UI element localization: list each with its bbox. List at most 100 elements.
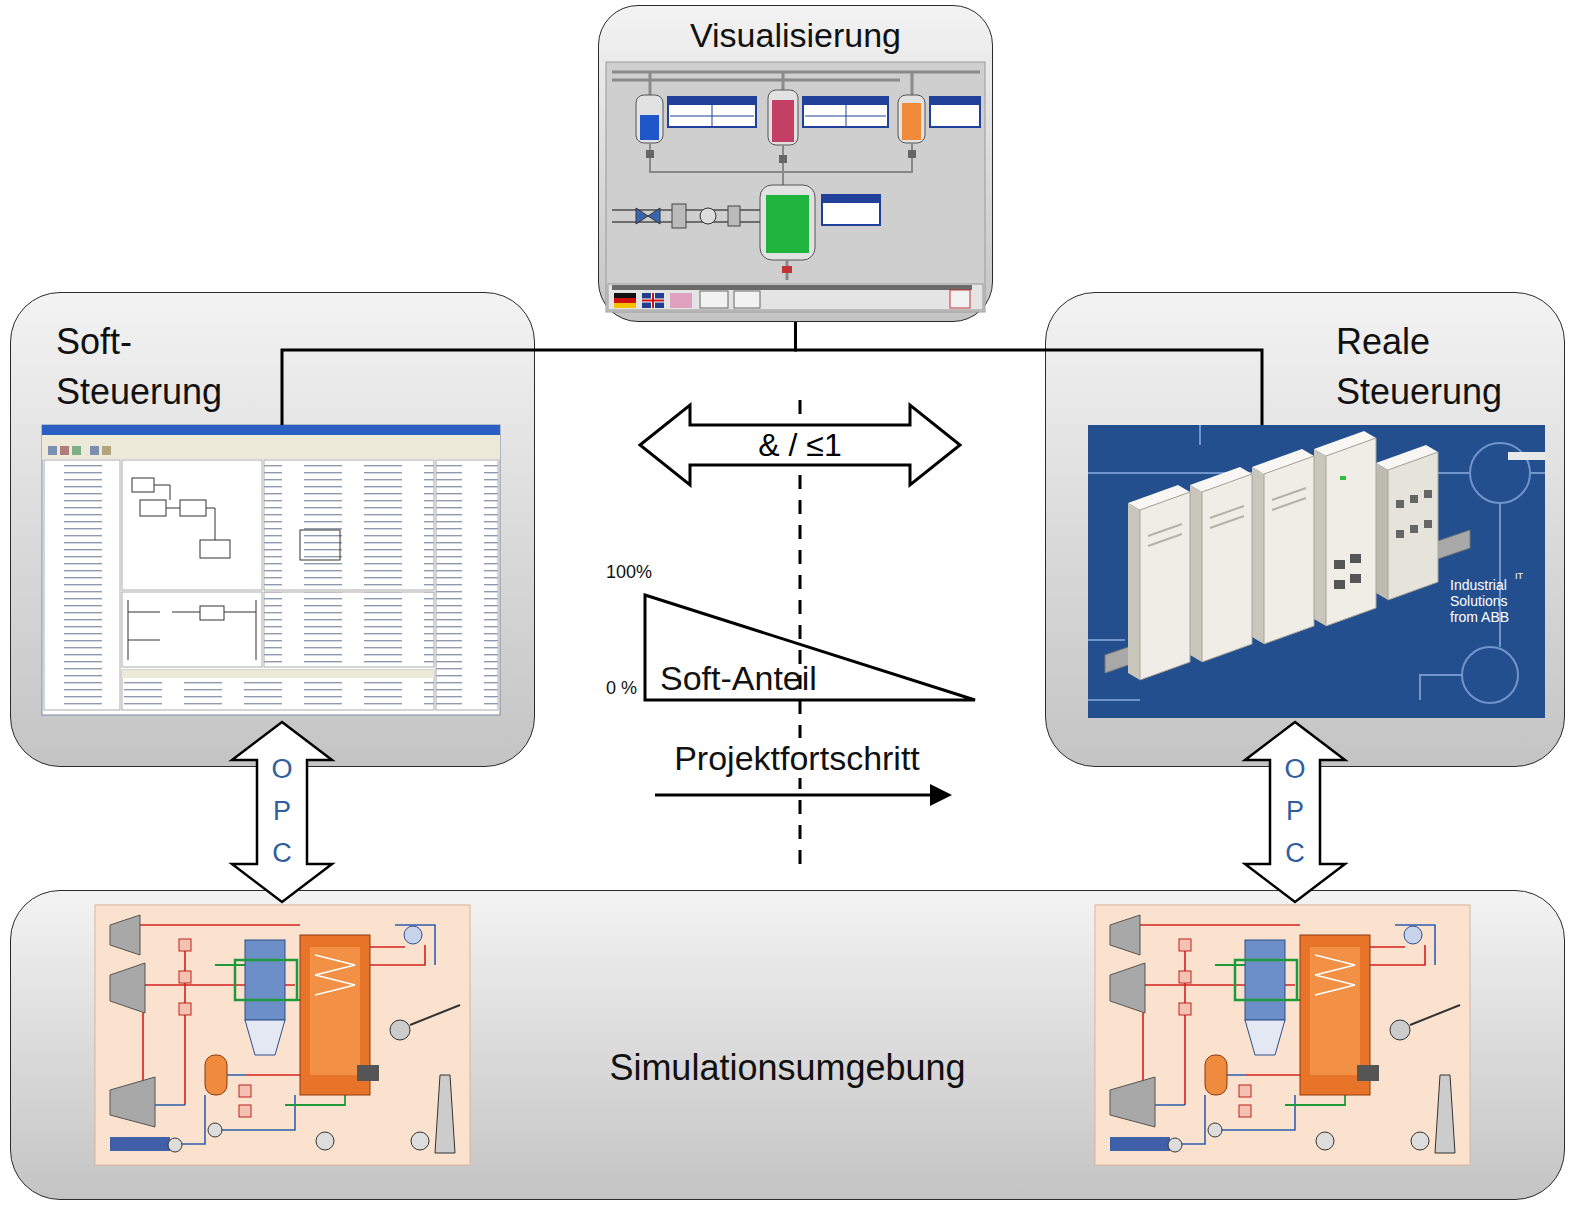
- progress-marker: [799, 400, 802, 868]
- plc-module: [1252, 449, 1314, 644]
- hmi-screenshot: [614, 303, 636, 308]
- annotation: 100%: [606, 562, 652, 582]
- progress-marker: [800, 400, 801, 868]
- ide-screenshot: [122, 460, 262, 590]
- plc-module: [1272, 488, 1306, 510]
- plc-module: [1210, 506, 1244, 528]
- plc-module: [1410, 495, 1418, 503]
- ide-screenshot: [154, 485, 215, 540]
- plc-module: [1252, 467, 1264, 644]
- plc-module: [1350, 554, 1361, 563]
- hmi-screenshot: [668, 97, 756, 105]
- hmi-screenshot: [614, 298, 636, 303]
- ide-screenshot: [48, 446, 57, 455]
- label-slot: from ABB: [1450, 609, 1509, 625]
- plc-module: [1264, 456, 1314, 644]
- plc-photo: [1508, 452, 1545, 460]
- hmi-screenshot: [636, 208, 648, 224]
- ide-screenshot: [200, 540, 230, 558]
- hmi-screenshot: [822, 195, 880, 225]
- hmi-screenshot: [950, 290, 970, 308]
- ide-screenshot: [128, 600, 256, 660]
- annotation: Projektfortschritt: [668, 738, 926, 778]
- protocol-label: OPC: [1282, 749, 1309, 875]
- annotation: & / ≤1: [754, 427, 845, 463]
- opc-arrow: [232, 722, 332, 902]
- plc-module: [1396, 500, 1404, 508]
- hmi-screenshot: [668, 97, 756, 127]
- annotation: Soft-Anteil: [660, 661, 817, 695]
- label-slot: 0 %: [606, 678, 637, 698]
- annotation: 0 %: [606, 678, 637, 698]
- hmi-screenshot: [608, 284, 983, 310]
- connector-line: [282, 322, 796, 425]
- ide-screenshot: [42, 435, 500, 443]
- hmi-screenshot: [803, 97, 888, 105]
- ide-screenshot: [72, 446, 81, 455]
- ide-screenshot: [264, 592, 434, 667]
- hmi-screenshot: [768, 90, 798, 145]
- hmi-screenshot: [908, 150, 916, 158]
- logic-double-arrow: [640, 405, 960, 485]
- ide-screenshot: [42, 425, 500, 715]
- ide-screenshot: [140, 500, 166, 516]
- label-slot: IT: [1515, 571, 1523, 581]
- hmi-screenshot: [760, 185, 815, 260]
- ide-screenshot: [436, 460, 498, 710]
- plc-module: [1314, 431, 1376, 626]
- hmi-screenshot: [606, 62, 985, 312]
- plc-module: [1376, 445, 1438, 600]
- ide-screenshot: [90, 446, 99, 455]
- label-slot: Industrial: [1450, 577, 1507, 593]
- ide-screenshot: [122, 592, 262, 667]
- plc-photo: [1462, 647, 1518, 703]
- hmi-screenshot: [636, 95, 663, 143]
- plc-module: [1334, 580, 1345, 589]
- hmi-screenshot: [898, 95, 925, 143]
- box-title: Visualisierung: [690, 14, 901, 56]
- label-slot: OPC: [269, 749, 296, 875]
- hmi-screenshot: [782, 266, 792, 273]
- label-slot: 100%: [606, 562, 652, 582]
- ide-screenshot: [102, 446, 111, 455]
- hmi-screenshot: [803, 97, 888, 127]
- plc-module: [1128, 503, 1140, 680]
- protocol-label: OPC: [269, 749, 296, 875]
- ide-screenshot: [122, 670, 434, 678]
- box-title: Soft- Steuerung: [56, 317, 256, 417]
- ide-screenshot: [300, 530, 340, 560]
- ide-screenshot: [42, 425, 500, 715]
- label-slot: OPC: [1282, 749, 1309, 875]
- plc-module: [1314, 449, 1326, 626]
- logic-double-arrow: [640, 405, 960, 485]
- ide-screenshot: [200, 606, 224, 620]
- box-title: Simulationsumgebung: [609, 1047, 965, 1089]
- hmi-screenshot: [930, 97, 980, 105]
- hmi-screenshot: [728, 206, 740, 226]
- plc-module: [1340, 476, 1346, 480]
- opc-arrow: [1245, 722, 1345, 902]
- plc-module: [1410, 525, 1418, 533]
- hmi-screenshot: [700, 291, 728, 308]
- hmi-screenshot: [640, 115, 659, 140]
- annotation: IT: [1515, 571, 1523, 581]
- ide-screenshot: [264, 460, 434, 590]
- hmi-screenshot: [614, 293, 636, 298]
- plc-module: [1396, 530, 1404, 538]
- plc-photo: [1088, 425, 1545, 718]
- plc-module: [1376, 463, 1388, 600]
- plant-picture: [95, 905, 470, 1165]
- plc-module: [1190, 485, 1202, 662]
- plc-photo: [1088, 425, 1545, 700]
- hmi-screenshot: [822, 195, 880, 203]
- hmi-screenshot: [772, 100, 794, 142]
- box-title: Reale Steuerung: [1336, 317, 1546, 417]
- plc-module: [1148, 524, 1182, 546]
- plant-picture: [1095, 905, 1470, 1165]
- hmi-screenshot: [650, 143, 912, 185]
- progress-arrow: [930, 784, 952, 806]
- plc-module: [1326, 438, 1376, 626]
